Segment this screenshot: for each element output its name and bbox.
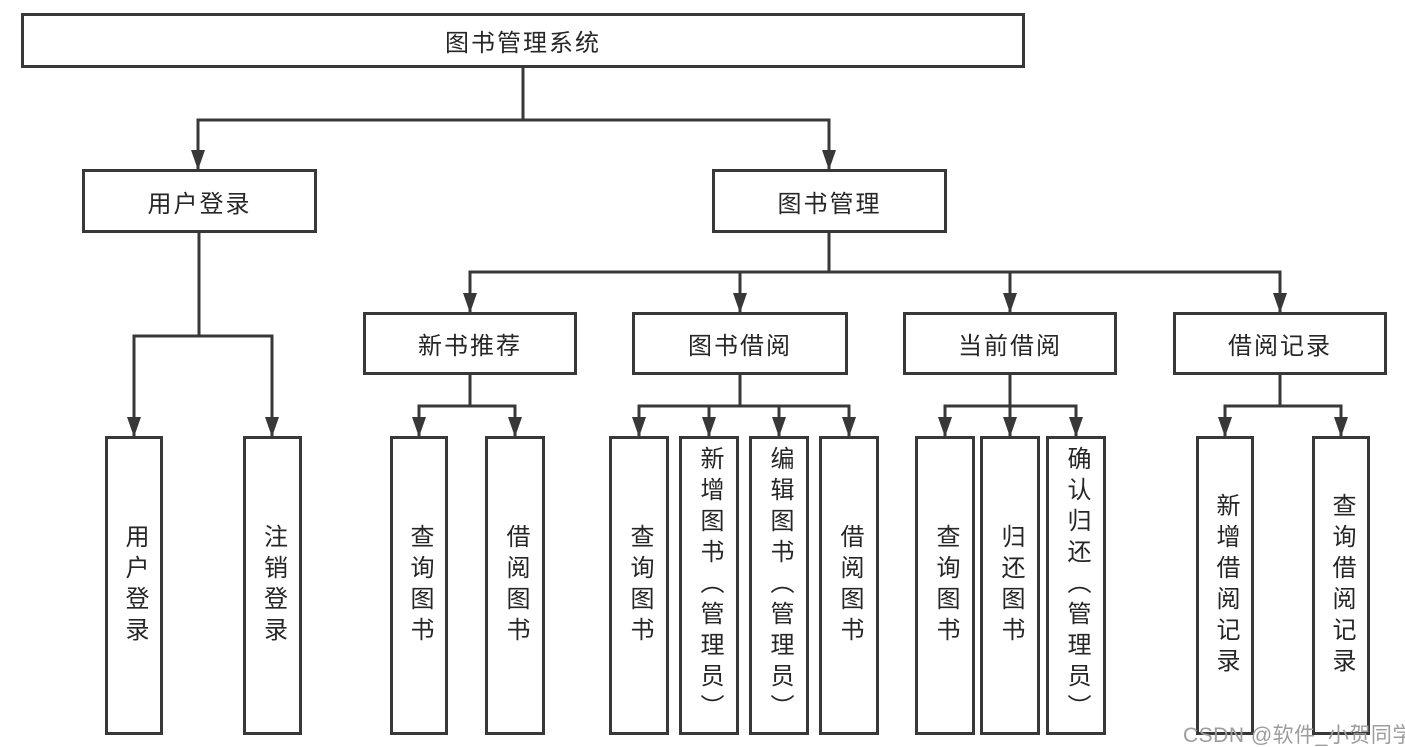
leaf-add-borrow-record: 新增借阅记录 [1196,436,1254,735]
leaf-borrow-books-recommend-label: 借阅图书 [502,523,529,648]
leaf-query-borrow-record-label: 查询借阅记录 [1328,492,1355,679]
leaf-query-borrow-record: 查询借阅记录 [1312,436,1370,735]
leaf-user-login-label: 用户登录 [121,523,148,648]
node-new-book-recommend: 新书推荐 [363,312,577,375]
leaf-user-login: 用户登录 [105,436,163,735]
leaf-query-books-current: 查询图书 [915,436,975,735]
leaf-query-books-borrowing-label: 查询图书 [626,523,653,648]
leaf-return-books: 归还图书 [980,436,1040,735]
node-book-management: 图书管理 [712,169,947,233]
leaf-add-book-admin: 新增图书（管理员） [679,436,739,735]
leaf-query-books-recommend-label: 查询图书 [406,523,433,648]
leaf-query-books-borrowing: 查询图书 [609,436,669,735]
leaf-return-books-label: 归还图书 [997,523,1024,648]
node-user-login: 用户登录 [82,169,317,233]
leaf-logout-label: 注销登录 [259,523,287,648]
leaf-logout: 注销登录 [243,436,302,735]
leaf-edit-book-admin-label: 编辑图书（管理员） [766,446,793,725]
node-current-borrowing: 当前借阅 [903,312,1117,375]
leaf-borrow-books-borrowing-label: 借阅图书 [836,523,863,648]
leaf-query-books-current-label: 查询图书 [932,523,959,648]
node-borrowing-records: 借阅记录 [1173,312,1387,375]
leaf-add-borrow-record-label: 新增借阅记录 [1212,492,1239,679]
csdn-watermark: CSDN @软件_小贺同学 [1183,724,1405,747]
leaf-confirm-return-admin-label: 确认归还（管理员） [1063,446,1090,725]
leaf-query-books-recommend: 查询图书 [390,436,448,735]
leaf-borrow-books-recommend: 借阅图书 [485,436,545,735]
node-book-borrowing: 图书借阅 [632,312,848,375]
leaf-borrow-books-borrowing: 借阅图书 [819,436,879,735]
node-library-management-system: 图书管理系统 [21,13,1025,68]
leaf-confirm-return-admin: 确认归还（管理员） [1046,436,1106,735]
leaf-add-book-admin-label: 新增图书（管理员） [696,446,723,725]
leaf-edit-book-admin: 编辑图书（管理员） [749,436,809,735]
